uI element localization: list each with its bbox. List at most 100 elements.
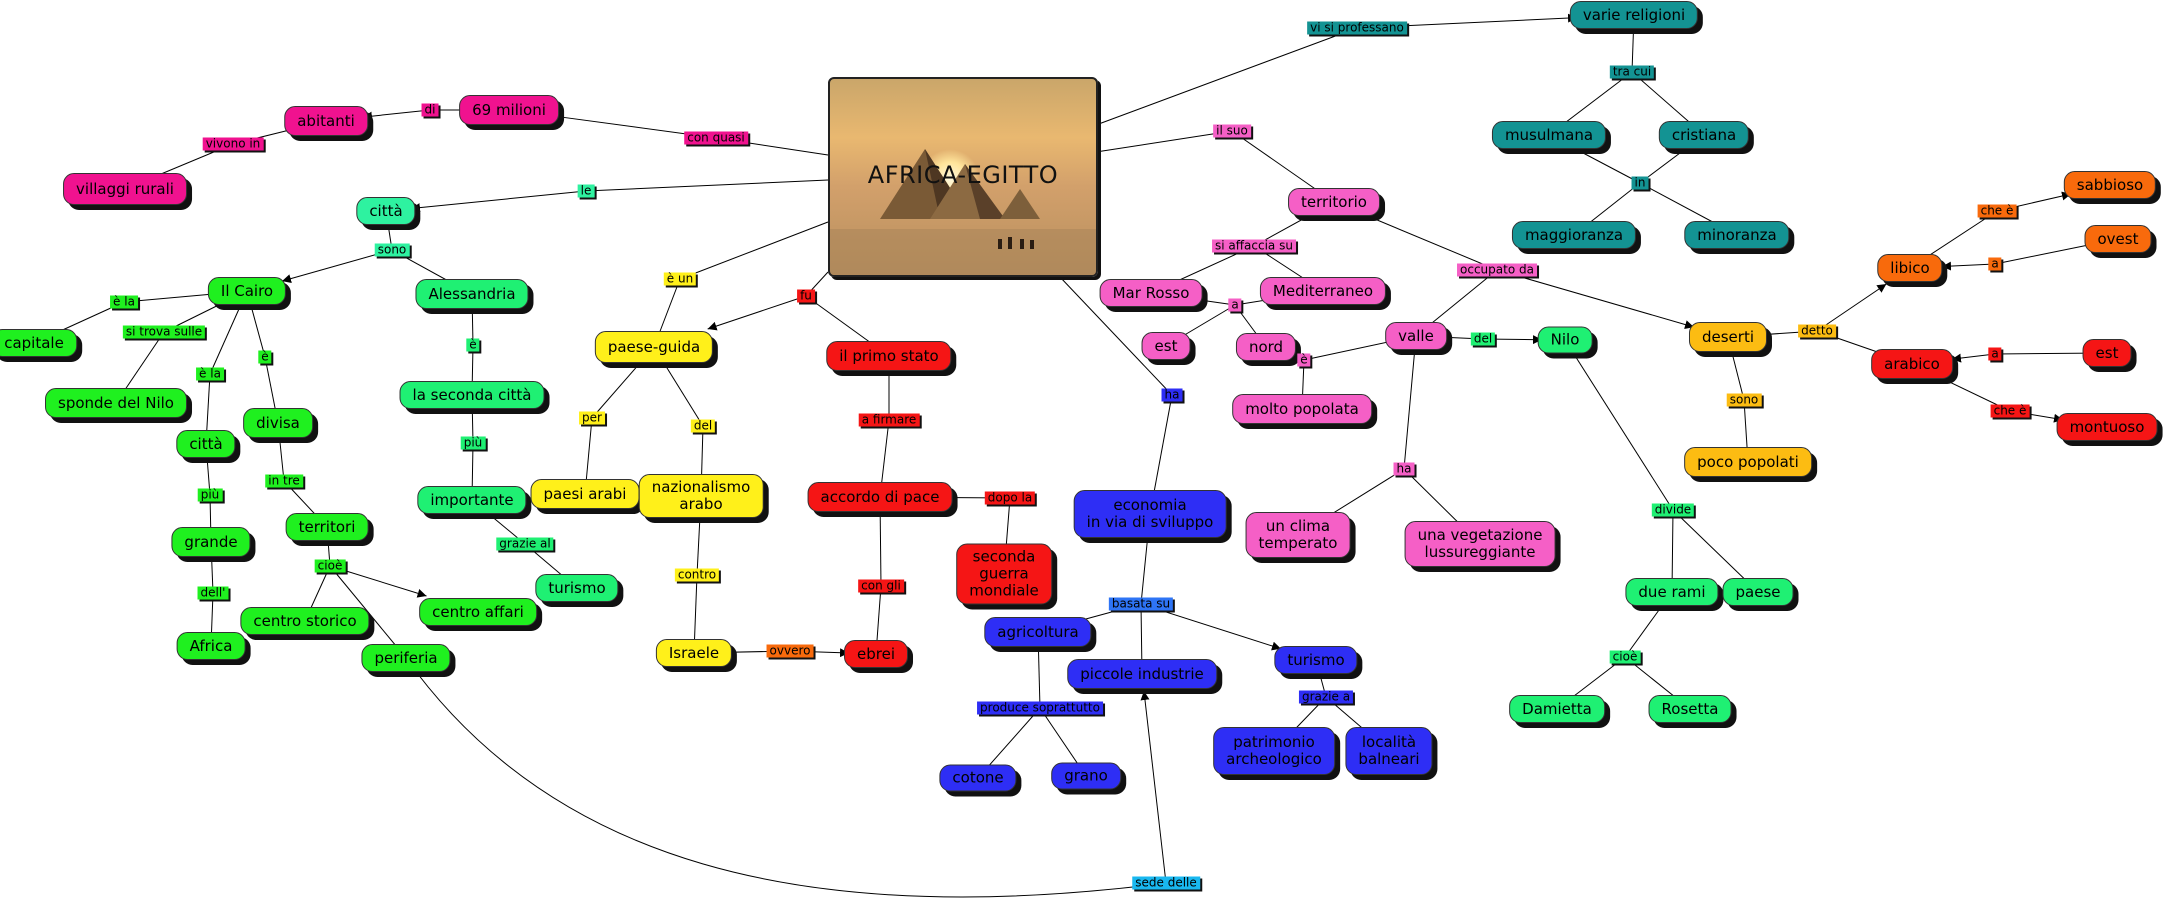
link-label-di: di	[421, 103, 439, 117]
link-label-si-trova: si trova sulle	[122, 325, 206, 339]
concept-node-citta2[interactable]: città	[176, 430, 236, 458]
link-label-a-r: a	[1988, 347, 2002, 361]
connector-line	[1496, 269, 1695, 329]
link-label-con-gli: con gli	[858, 579, 904, 593]
concept-node-centro-storico[interactable]: centro storico	[240, 607, 370, 635]
link-label-vi-si-professano: vi si professano	[1307, 21, 1407, 35]
link-label-sono-d: sono	[1726, 393, 1762, 407]
concept-node-centro-affari[interactable]: centro affari	[419, 598, 537, 626]
concept-node-due-rami[interactable]: due rami	[1625, 578, 1719, 606]
connector-line	[679, 221, 829, 280]
concept-node-economia[interactable]: economia in via di sviluppo	[1073, 490, 1227, 538]
link-label-grazie-a: grazie a	[1298, 690, 1354, 704]
connector-line	[1140, 690, 1167, 884]
concept-node-cairo[interactable]: Il Cairo	[207, 277, 287, 305]
concept-node-grano[interactable]: grano	[1051, 762, 1121, 790]
concept-node-minoranza[interactable]: minoranza	[1684, 221, 1790, 249]
concept-node-territorio[interactable]: territorio	[1288, 188, 1380, 216]
link-label-fu: fu	[797, 289, 815, 303]
concept-node-citta[interactable]: città	[356, 197, 416, 225]
concept-node-seconda-guerra[interactable]: seconda guerra mondiale	[956, 543, 1052, 605]
connector-line	[362, 109, 431, 121]
concept-node-cristiana[interactable]: cristiana	[1658, 121, 1750, 149]
concept-node-primo-stato[interactable]: il primo stato	[826, 341, 952, 371]
concept-node-molto-popolata[interactable]: molto popolata	[1232, 394, 1372, 424]
concept-node-est-r[interactable]: est	[2082, 339, 2132, 367]
title-image[interactable]: AFRICA-EGITTO	[828, 77, 1098, 277]
concept-node-nazionalismo[interactable]: nazionalismo arabo	[638, 474, 764, 518]
link-label-che-e2: che è	[1990, 404, 2030, 418]
link-label-detto: detto	[1798, 324, 1836, 338]
link-label-produce: produce soprattutto	[977, 701, 1103, 715]
link-label-dell: dell'	[197, 586, 229, 600]
link-label-divide: divide	[1651, 503, 1695, 517]
link-label-a-o: a	[1988, 257, 2002, 271]
concept-node-montuoso[interactable]: montuoso	[2056, 413, 2158, 441]
concept-node-ebrei[interactable]: ebrei	[844, 640, 908, 668]
concept-node-divisa[interactable]: divisa	[243, 408, 313, 438]
concept-node-piccole[interactable]: piccole industrie	[1067, 659, 1217, 689]
connector-line	[1403, 335, 1417, 470]
concept-node-est-p[interactable]: est	[1141, 332, 1191, 360]
link-label-cioe-c: cioè	[314, 559, 346, 573]
concept-node-poco-popolati[interactable]: poco popolati	[1684, 447, 1812, 477]
concept-node-turismo-b[interactable]: turismo	[1274, 646, 1358, 674]
concept-node-patrimonio[interactable]: patrimonio archeologico	[1213, 727, 1335, 775]
concept-node-turismo-g[interactable]: turismo	[535, 574, 619, 602]
concept-node-israele[interactable]: Israele	[655, 639, 733, 667]
concept-node-nilo[interactable]: Nilo	[1537, 326, 1593, 354]
concept-node-rosetta[interactable]: Rosetta	[1648, 695, 1732, 723]
link-label-piu-c: più	[197, 488, 223, 502]
concept-node-ovest[interactable]: ovest	[2084, 225, 2152, 253]
concept-node-paesi-arabi[interactable]: paesi arabi	[530, 479, 640, 509]
link-label-tra-cui: tra cui	[1609, 65, 1655, 79]
concept-node-damietta[interactable]: Damietta	[1509, 695, 1605, 723]
concept-node-arabico[interactable]: arabico	[1871, 349, 1953, 379]
concept-node-importante[interactable]: importante	[417, 486, 527, 514]
link-label-ha-b: ha	[1161, 388, 1183, 402]
link-label-e-p: è	[1297, 353, 1311, 367]
link-label-piu-a: più	[460, 436, 486, 450]
concept-node-sponde[interactable]: sponde del Nilo	[45, 388, 187, 418]
connector-line	[707, 295, 807, 331]
concept-node-cotone[interactable]: cotone	[939, 764, 1017, 792]
concept-node-paese-guida[interactable]: paese-guida	[594, 331, 714, 363]
concept-node-libico[interactable]: libico	[1877, 254, 1943, 282]
connector-line	[1564, 339, 1674, 511]
concept-node-periferia[interactable]: periferia	[361, 644, 451, 672]
concept-node-maggioranza[interactable]: maggioranza	[1511, 221, 1637, 249]
connector-line	[410, 190, 587, 213]
concept-node-accordo[interactable]: accordo di pace	[807, 482, 953, 512]
concept-node-capitale[interactable]: capitale	[0, 329, 77, 357]
concept-node-villaggi[interactable]: villaggi rurali	[63, 173, 187, 205]
link-label-in: in	[1631, 176, 1649, 190]
concept-node-milioni[interactable]: 69 milioni	[459, 95, 559, 125]
concept-node-agricoltura[interactable]: agricoltura	[984, 617, 1092, 647]
concept-node-territori[interactable]: territori	[285, 513, 369, 541]
concept-node-musulmana[interactable]: musulmana	[1491, 121, 1607, 149]
concept-node-mar-rosso[interactable]: Mar Rosso	[1099, 279, 1203, 307]
concept-node-abitanti[interactable]: abitanti	[284, 106, 368, 136]
connector-line	[1095, 130, 1233, 153]
link-label-in-tre: in tre	[265, 474, 303, 488]
concept-node-alessandria[interactable]: Alessandria	[415, 279, 529, 309]
concept-node-grande[interactable]: grande	[171, 527, 251, 557]
concept-node-clima[interactable]: un clima temperato	[1245, 512, 1351, 558]
concept-node-varie-religioni[interactable]: varie religioni	[1569, 1, 1699, 29]
concept-node-africa[interactable]: Africa	[176, 632, 246, 660]
concept-node-localita[interactable]: località balneari	[1345, 727, 1433, 775]
link-label-e-la2: è la	[196, 367, 224, 381]
concept-node-valle[interactable]: valle	[1385, 322, 1447, 350]
concept-node-vegetazione[interactable]: una vegetazione lussureggiante	[1404, 521, 1556, 567]
link-label-ovvero: ovvero	[766, 644, 814, 658]
connector-line	[1140, 603, 1282, 651]
concept-node-sabbioso[interactable]: sabbioso	[2063, 171, 2157, 199]
link-label-cioe-n: cioè	[1609, 650, 1641, 664]
link-label-vivono-in: vivono in	[202, 137, 264, 151]
concept-node-seconda[interactable]: la seconda città	[399, 381, 545, 409]
link-label-per: per	[579, 411, 605, 425]
concept-node-deserti[interactable]: deserti	[1688, 322, 1768, 352]
concept-node-nord[interactable]: nord	[1235, 333, 1297, 361]
concept-node-mediterraneo[interactable]: Mediterraneo	[1259, 277, 1387, 305]
concept-node-paese[interactable]: paese	[1722, 578, 1794, 606]
